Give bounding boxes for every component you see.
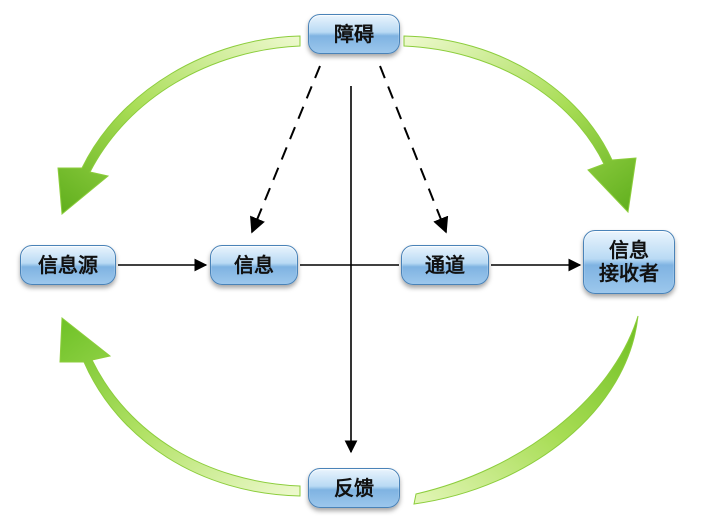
- node-channel: 通道: [401, 245, 489, 285]
- node-feedback: 反馈: [308, 468, 400, 508]
- dashed-arrow-obstacle-to-channel: [379, 65, 449, 234]
- curved-arrow-receiver-to-feedback: [413, 315, 639, 505]
- dashed-arrow-obstacle-to-message: [250, 65, 321, 234]
- node-source: 信息源: [20, 245, 116, 285]
- curved-arrow-obstacle-to-source: [57, 35, 301, 215]
- node-channel-label: 通道: [425, 252, 465, 277]
- node-message: 信息: [210, 245, 298, 285]
- curved-arrow-feedback-to-source: [59, 317, 301, 497]
- node-message-label: 信息: [234, 252, 274, 277]
- curved-arrow-obstacle-to-receiver: [403, 35, 637, 214]
- node-receiver-label-line1: 信息: [609, 238, 649, 262]
- node-source-label: 信息源: [38, 252, 98, 277]
- node-receiver-label-line2: 接收者: [599, 261, 659, 285]
- node-feedback-label: 反馈: [334, 475, 374, 500]
- node-receiver: 信息 接收者: [583, 230, 675, 294]
- node-obstacle-label: 障碍: [334, 21, 374, 46]
- node-obstacle: 障碍: [308, 14, 400, 54]
